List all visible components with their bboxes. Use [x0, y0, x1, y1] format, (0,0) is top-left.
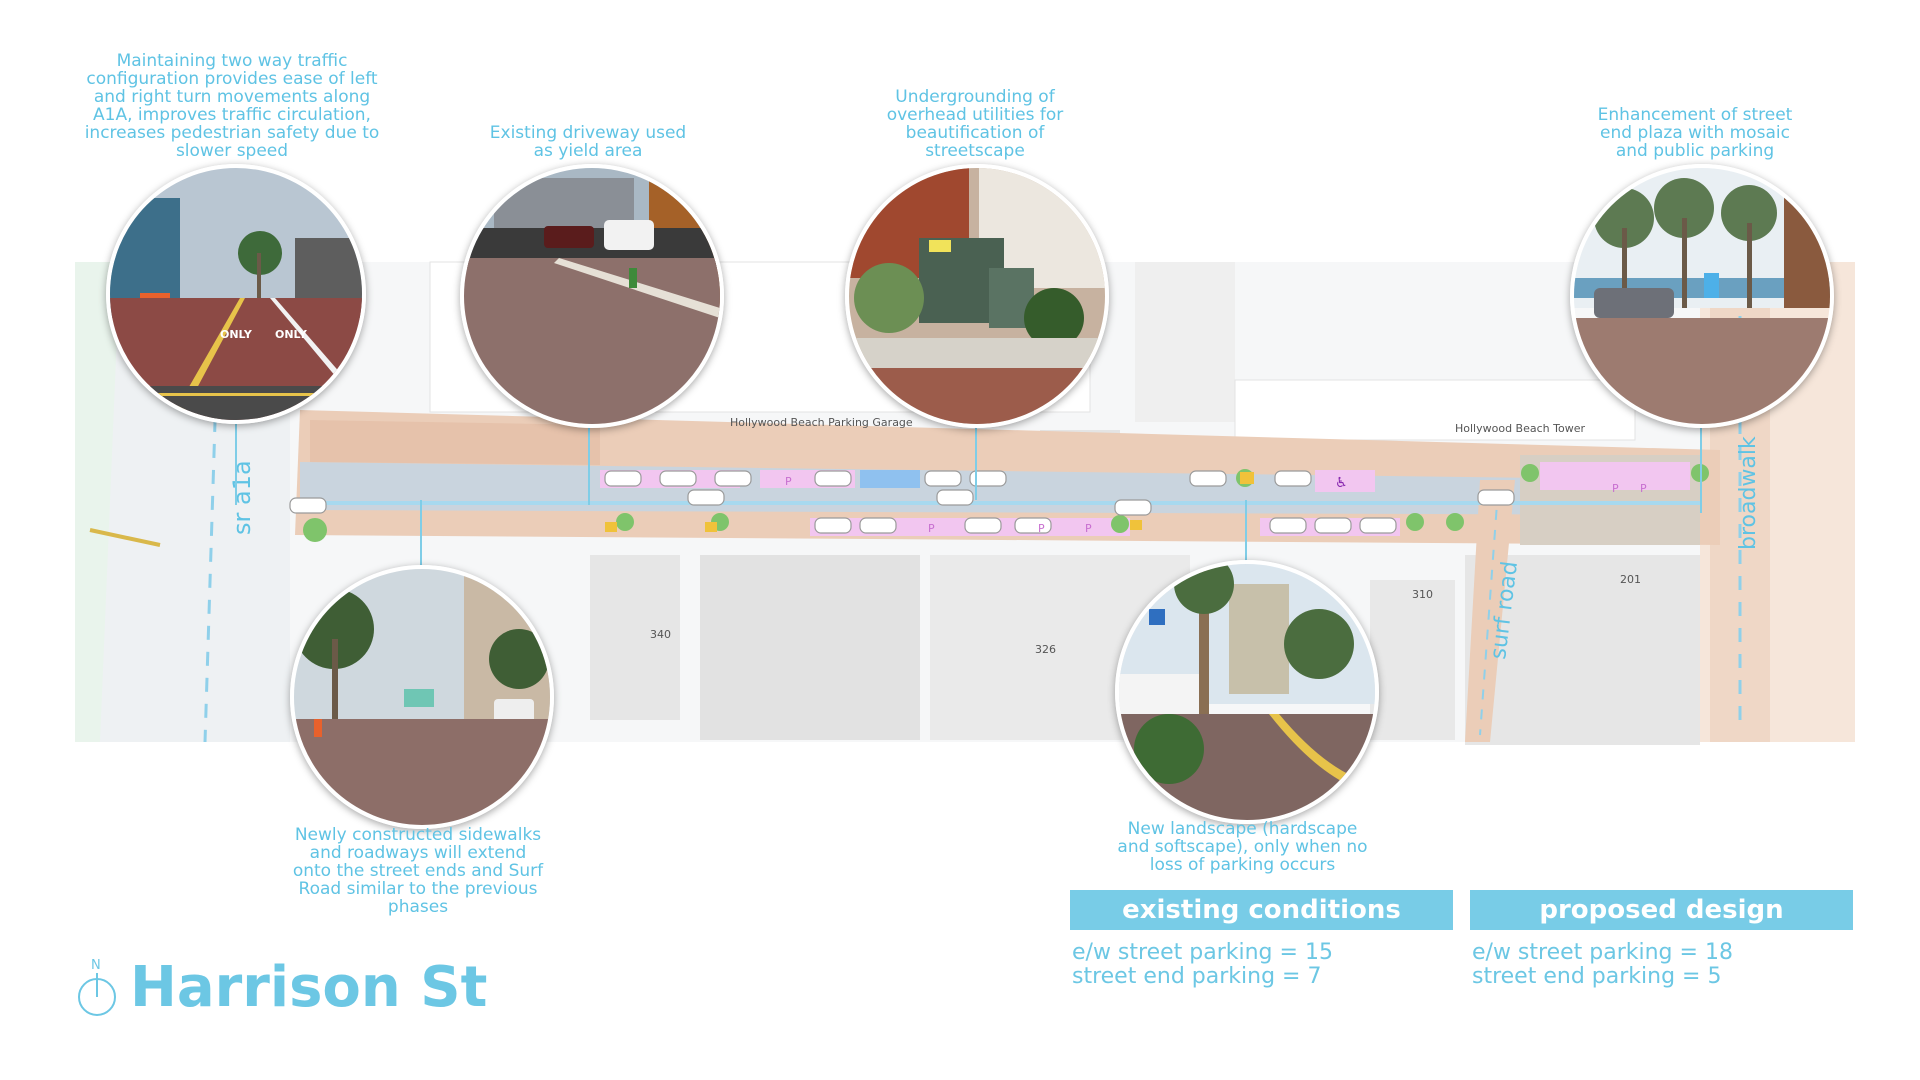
- note-two-way-traffic: Maintaining two way traffic configuratio…: [84, 51, 380, 161]
- proposed-street-end-parking: street end parking = 5: [1472, 964, 1722, 989]
- plaza-parking: [1540, 462, 1690, 490]
- existing-street-parking: e/w street parking = 15: [1072, 940, 1333, 965]
- existing-conditions-heading: existing conditions: [1070, 890, 1453, 930]
- parking-p-6: P: [1640, 482, 1647, 495]
- note-utilities: Undergrounding of overhead utilities for…: [886, 87, 1064, 161]
- proposed-street-parking: e/w street parking = 18: [1472, 940, 1733, 965]
- parcel-340-label: 340: [650, 628, 671, 641]
- leader-driveway: [588, 420, 590, 505]
- proposed-design-heading: proposed design: [1470, 890, 1853, 930]
- photo-only-text-2: ONLY: [275, 328, 308, 341]
- utility-boxes: [605, 472, 1254, 532]
- parking-p-5: P: [1612, 482, 1619, 495]
- parcel-201-label: 201: [1620, 573, 1641, 586]
- leader-sidewalks: [420, 500, 422, 565]
- photo-two-way-traffic: ONLY ONLY: [106, 164, 366, 424]
- photo-landscape: [1115, 560, 1379, 824]
- parking-p-4: P: [1085, 522, 1092, 535]
- photo-only-text-1: ONLY: [220, 328, 253, 341]
- north-label: N: [91, 958, 101, 973]
- note-sidewalks: Newly constructed sidewalks and roadways…: [292, 825, 544, 917]
- page-title: Harrison St: [130, 955, 488, 1020]
- leader-utilities: [975, 410, 977, 500]
- parcel-340-building: [590, 555, 680, 720]
- photo-plaza: [1570, 164, 1834, 428]
- note-landscape: New landscape (hardscape and softscape),…: [1117, 819, 1368, 875]
- leader-two-way: [235, 420, 237, 505]
- a1a-yellow-mark: [89, 528, 161, 547]
- photo-sidewalks: [290, 565, 554, 829]
- tower-label: Hollywood Beach Tower: [1455, 422, 1585, 435]
- north-arrow-icon: N: [75, 955, 119, 1024]
- parcel-310-label: 310: [1412, 588, 1433, 601]
- sr-a1a-label: sr a1a: [228, 460, 256, 535]
- south-lot-a: [700, 555, 920, 740]
- parked-cars: [289, 470, 1515, 534]
- parcel-326-label: 326: [1035, 643, 1056, 656]
- leader-plaza: [1700, 408, 1702, 513]
- note-plaza: Enhancement of street end plaza with mos…: [1597, 105, 1793, 161]
- south-parking-stalls: [810, 518, 1400, 536]
- parking-p-2: P: [928, 522, 935, 535]
- median-green: [75, 262, 120, 742]
- accessible-icon: ♿: [1335, 475, 1348, 491]
- note-driveway: Existing driveway used as yield area: [489, 123, 687, 161]
- parking-p-3: P: [1038, 522, 1045, 535]
- garage-label: Hollywood Beach Parking Garage: [730, 416, 913, 429]
- parking-p-1: P: [785, 475, 792, 488]
- surf-road-lane-line: [1479, 489, 1499, 736]
- photo-utilities: [845, 164, 1109, 428]
- existing-street-end-parking: street end parking = 7: [1072, 964, 1322, 989]
- leader-landscape: [1245, 500, 1247, 565]
- broadwalk-label: broadwalk: [1736, 436, 1761, 550]
- north-lot-parking: [1135, 262, 1235, 422]
- west-paver-zone: [310, 420, 600, 465]
- hollywood-tower-building: [1234, 379, 1636, 441]
- photo-driveway: [460, 164, 724, 428]
- parcel-310-building: [1370, 580, 1455, 740]
- palm-trees: [303, 464, 1709, 542]
